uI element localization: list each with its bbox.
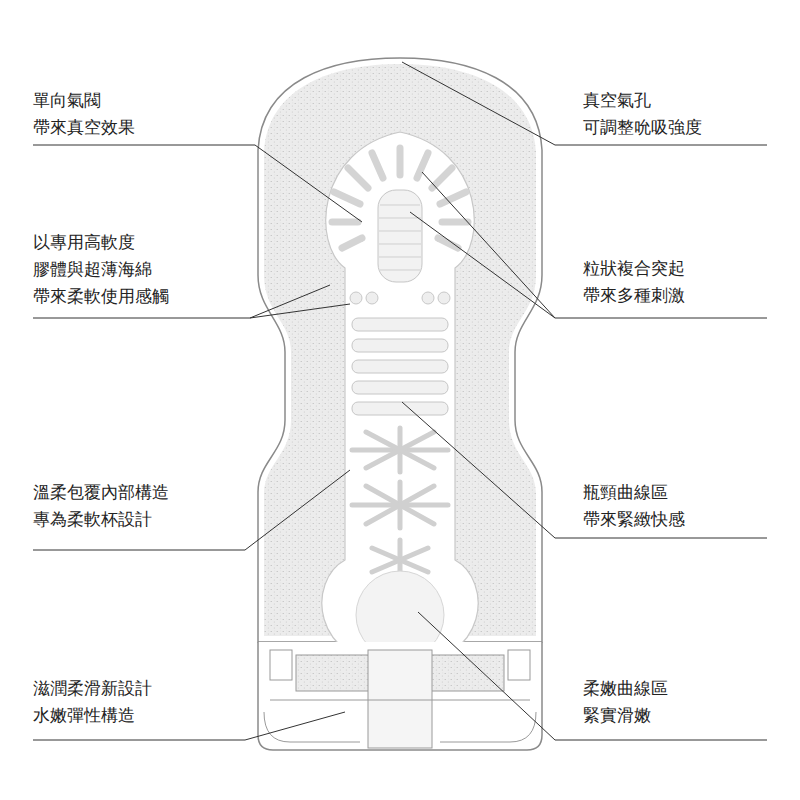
callout-label: 瓶頸曲線區 帶來緊緻快感 bbox=[583, 479, 685, 533]
nub-cylinder bbox=[378, 190, 422, 282]
callout-label: 單向氣閥 帶來真空效果 bbox=[33, 87, 135, 141]
callout-label: 以專用高軟度 膠體與超薄海綿 帶來柔軟使用感觸 bbox=[33, 229, 169, 310]
callout-label: 柔嫩曲線區 緊實滑嫩 bbox=[583, 675, 668, 729]
bottom-cap bbox=[258, 642, 542, 750]
ribs bbox=[352, 318, 448, 415]
leader-lines bbox=[33, 62, 767, 740]
star-zones bbox=[352, 428, 448, 575]
sponge-body bbox=[264, 64, 536, 636]
inner-cavity bbox=[322, 132, 478, 668]
cup-outline bbox=[258, 58, 542, 642]
callout-label: 溫柔包覆內部構造 專為柔軟杯設計 bbox=[33, 479, 169, 533]
callout-label: 滋潤柔滑新設計 水嫩彈性構造 bbox=[33, 675, 152, 729]
callout-label: 粒狀複合突起 帶來多種刺激 bbox=[583, 255, 685, 309]
nubs bbox=[350, 292, 450, 304]
callout-label: 真空氣孔 可調整吮吸強度 bbox=[583, 87, 702, 141]
